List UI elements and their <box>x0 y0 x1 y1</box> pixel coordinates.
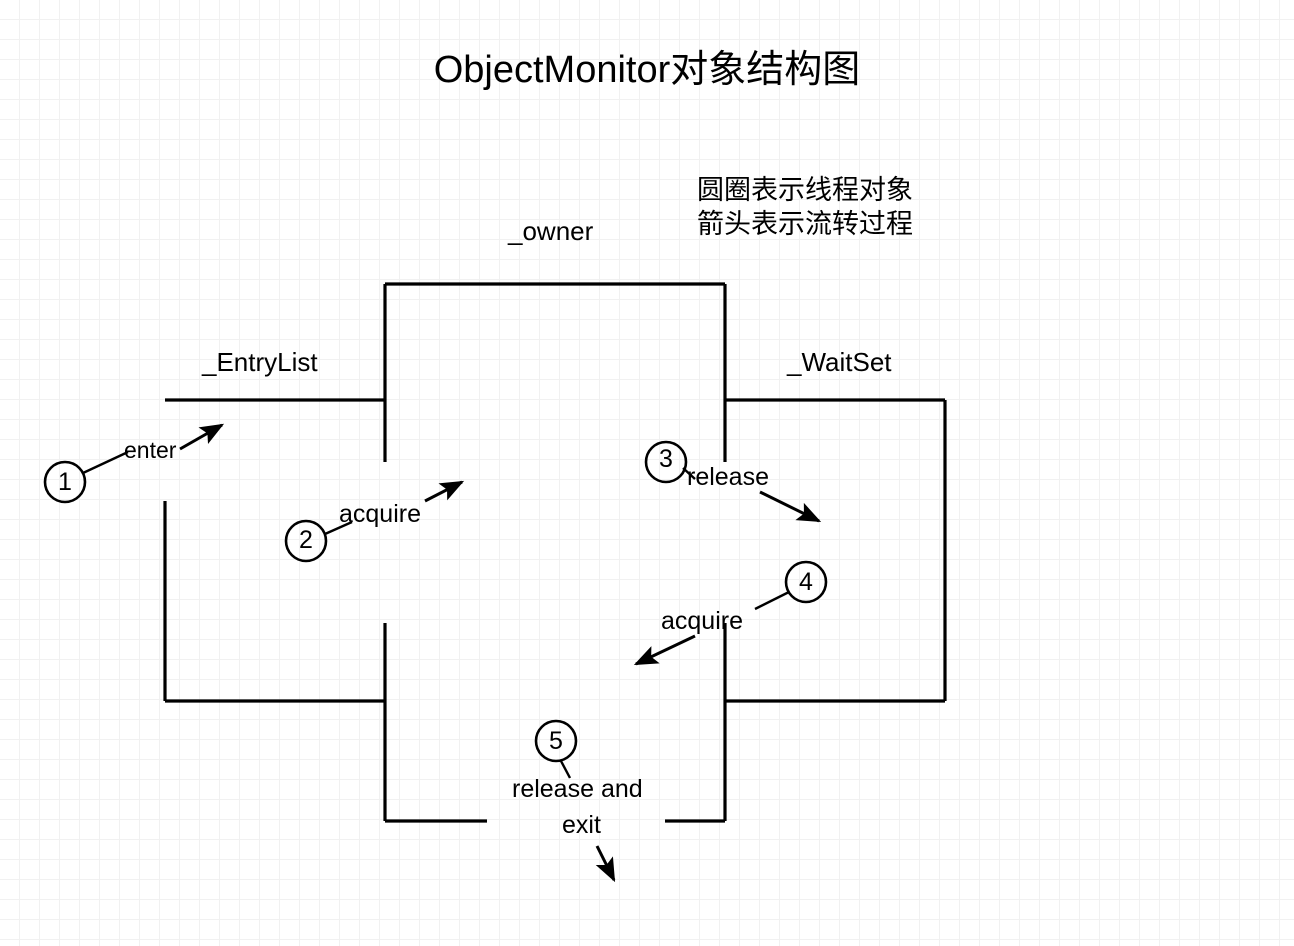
label-entrylist: _EntryList <box>202 347 318 377</box>
leader-3 <box>682 467 696 480</box>
leader-5 <box>559 760 572 779</box>
step-leader-lines <box>82 450 790 779</box>
step-label-release-exit-line2: exit <box>562 811 601 839</box>
step-label-enter: enter <box>124 437 177 463</box>
label-waitset: _WaitSet <box>787 347 892 377</box>
legend-line-arrow-meaning: 箭头表示流转过程 <box>697 209 913 239</box>
step-label-release-exit-line1: release and <box>512 775 643 803</box>
step-circle-3 <box>644 440 688 484</box>
step-circle-4 <box>784 560 828 604</box>
step-number-4: 4 <box>799 568 813 596</box>
step-number-5: 5 <box>549 727 563 755</box>
step-circle-1 <box>43 460 87 504</box>
step-label-acquire-4: acquire <box>661 607 743 635</box>
arrow-acquire-4 <box>633 634 696 666</box>
step-number-1: 1 <box>58 468 72 496</box>
arrow-release-exit-5 <box>595 845 616 883</box>
legend-line-circle-meaning: 圆圈表示线程对象 <box>697 175 913 205</box>
leader-2 <box>324 520 353 536</box>
arrow-enter <box>179 423 225 451</box>
legend: 圆圈表示线程对象 箭头表示流转过程 <box>697 173 913 241</box>
page-title: ObjectMonitor对象结构图 <box>433 49 861 91</box>
structure-outline <box>163 282 947 823</box>
step-circles <box>43 440 828 763</box>
step-number-2: 2 <box>299 526 313 554</box>
leader-4 <box>754 590 790 611</box>
arrow-release-3 <box>759 490 822 523</box>
label-owner: _owner <box>508 216 594 246</box>
step-label-release-3: release <box>687 463 769 491</box>
arrow-acquire-2 <box>424 480 465 503</box>
step-circle-2 <box>284 519 328 563</box>
step-circle-5 <box>534 719 578 763</box>
leader-1 <box>82 450 129 475</box>
flow-arrows <box>179 423 822 883</box>
step-label-acquire-2: acquire <box>339 500 421 528</box>
step-number-3: 3 <box>659 445 673 473</box>
